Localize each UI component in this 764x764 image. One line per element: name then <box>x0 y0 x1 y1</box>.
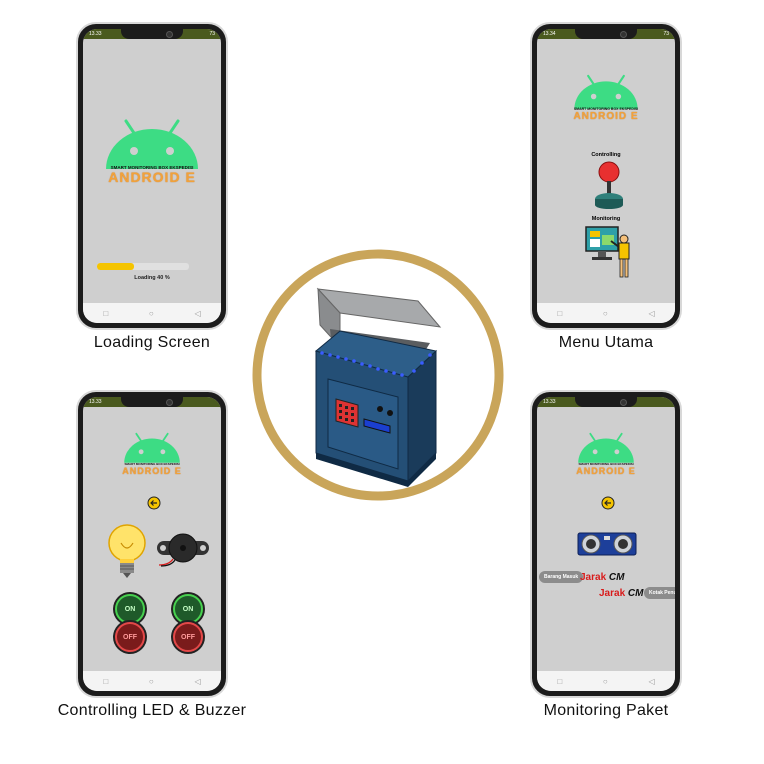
triangle-back-icon[interactable]: ◁ <box>194 676 201 686</box>
controlling-screen: 13.33 SMART MONITORING BOX EKSPEDISI AND… <box>83 397 221 691</box>
logo-brand: ANDROID E <box>122 466 182 476</box>
monitoring-label: Monitoring <box>591 216 621 222</box>
jarak-label: Jarak <box>599 588 626 599</box>
circle-icon[interactable]: ○ <box>602 676 608 686</box>
app-logo: SMART MONITORING BOX EKSPEDISI ANDROID E <box>561 73 651 122</box>
camera-icon <box>166 399 173 406</box>
led-on-button[interactable]: ON <box>115 594 145 624</box>
jarak-reading-1: Jarak CM <box>580 572 624 583</box>
android-nav-bar: □ ○ ◁ <box>537 671 675 691</box>
android-nav-bar: □ ○ ◁ <box>83 303 221 323</box>
center-product-illustration <box>250 247 506 503</box>
menu-screen: 13.34 73 SMART MONITORING BOX EKSPEDISI … <box>537 29 675 323</box>
unit-label: CM <box>627 588 644 599</box>
phone-controlling: 13.33 SMART MONITORING BOX EKSPEDISI AND… <box>76 390 228 698</box>
app-logo: SMART MONITORING BOX EKSPEDISI ANDROID E <box>561 431 651 476</box>
android-nav-bar: □ ○ ◁ <box>83 671 221 691</box>
loading-progress-fill <box>97 263 134 270</box>
caption-monitoring: Monitoring Paket <box>543 702 669 719</box>
app-logo: SMART MONITORING BOX EKSPEDISI ANDROID E <box>107 431 197 476</box>
caption-menu-utama: Menu Utama <box>558 334 654 351</box>
circle-icon[interactable]: ○ <box>148 676 154 686</box>
loading-screen: 13.33 73 SMART MONITORING BOX EKSPEDISI … <box>83 29 221 323</box>
buzzer-off-button[interactable]: OFF <box>173 622 203 652</box>
logo-brand: ANDROID E <box>573 111 639 122</box>
caption-loading-screen: Loading Screen <box>93 334 211 351</box>
smart-box-illustration <box>252 249 504 501</box>
app-logo: SMART MONITORING BOX EKSPEDISI ANDROID E <box>92 117 212 185</box>
android-robot-icon <box>574 74 638 109</box>
ultrasonic-sensor-icon <box>577 532 637 556</box>
logo-brand: ANDROID E <box>576 466 636 476</box>
phone-menu-utama: 13.34 73 SMART MONITORING BOX EKSPEDISI … <box>530 22 682 330</box>
notch <box>121 29 183 39</box>
controlling-label: Controlling <box>591 152 621 158</box>
phone-monitoring: 13.33 SMART MONITORING BOX EKSPEDISI AND… <box>530 390 682 698</box>
battery-level: 73 <box>209 31 215 37</box>
status-time: 13.34 <box>543 31 556 37</box>
phone-loading-screen: 13.33 73 SMART MONITORING BOX EKSPEDISI … <box>76 22 228 330</box>
battery-level: 73 <box>663 31 669 37</box>
caption-controlling: Controlling LED & Buzzer <box>57 702 247 719</box>
square-icon[interactable]: □ <box>103 308 109 318</box>
logo-tagline: SMART MONITORING BOX EKSPEDISI <box>110 165 194 170</box>
square-icon[interactable]: □ <box>557 676 563 686</box>
lightbulb-icon <box>108 524 146 578</box>
triangle-back-icon[interactable]: ◁ <box>648 308 655 318</box>
circle-icon[interactable]: ○ <box>602 308 608 318</box>
notch <box>121 397 183 407</box>
android-robot-icon <box>124 432 180 463</box>
back-arrow-icon[interactable] <box>601 496 615 510</box>
unit-label: CM <box>608 572 625 583</box>
notch <box>575 29 637 39</box>
square-icon[interactable]: □ <box>557 308 563 318</box>
android-robot-icon <box>106 119 198 169</box>
back-arrow-icon[interactable] <box>147 496 161 510</box>
logo-tagline: SMART MONITORING BOX EKSPEDISI <box>124 462 180 466</box>
camera-icon <box>166 31 173 38</box>
status-time: 13.33 <box>543 399 556 405</box>
circle-icon[interactable]: ○ <box>148 308 154 318</box>
led-off-button[interactable]: OFF <box>115 622 145 652</box>
jarak-reading-2: Jarak CM <box>599 588 643 599</box>
android-nav-bar: □ ○ ◁ <box>537 303 675 323</box>
camera-icon <box>620 31 627 38</box>
logo-tagline: SMART MONITORING BOX EKSPEDISI <box>578 462 634 466</box>
loading-progress-bar <box>97 263 189 270</box>
triangle-back-icon[interactable]: ◁ <box>648 676 655 686</box>
kotak-penuh-label: Kotak Penuh <box>644 587 675 599</box>
joystick-icon[interactable] <box>592 161 626 209</box>
notch <box>575 397 637 407</box>
buzzer-icon <box>157 533 209 567</box>
barang-masuk-label: Barang Masuk <box>539 571 584 583</box>
logo-tagline: SMART MONITORING BOX EKSPEDISI <box>573 107 639 111</box>
jarak-label: Jarak <box>580 572 607 583</box>
monitoring-screen: 13.33 SMART MONITORING BOX EKSPEDISI AND… <box>537 397 675 691</box>
loading-label: Loading 40 % <box>134 275 170 281</box>
buzzer-on-button[interactable]: ON <box>173 594 203 624</box>
status-time: 13.33 <box>89 399 102 405</box>
camera-icon <box>620 399 627 406</box>
triangle-back-icon[interactable]: ◁ <box>194 308 201 318</box>
android-robot-icon <box>578 432 634 463</box>
square-icon[interactable]: □ <box>103 676 109 686</box>
logo-brand: ANDROID E <box>108 169 196 185</box>
monitoring-icon[interactable] <box>584 225 634 281</box>
status-time: 13.33 <box>89 31 102 37</box>
